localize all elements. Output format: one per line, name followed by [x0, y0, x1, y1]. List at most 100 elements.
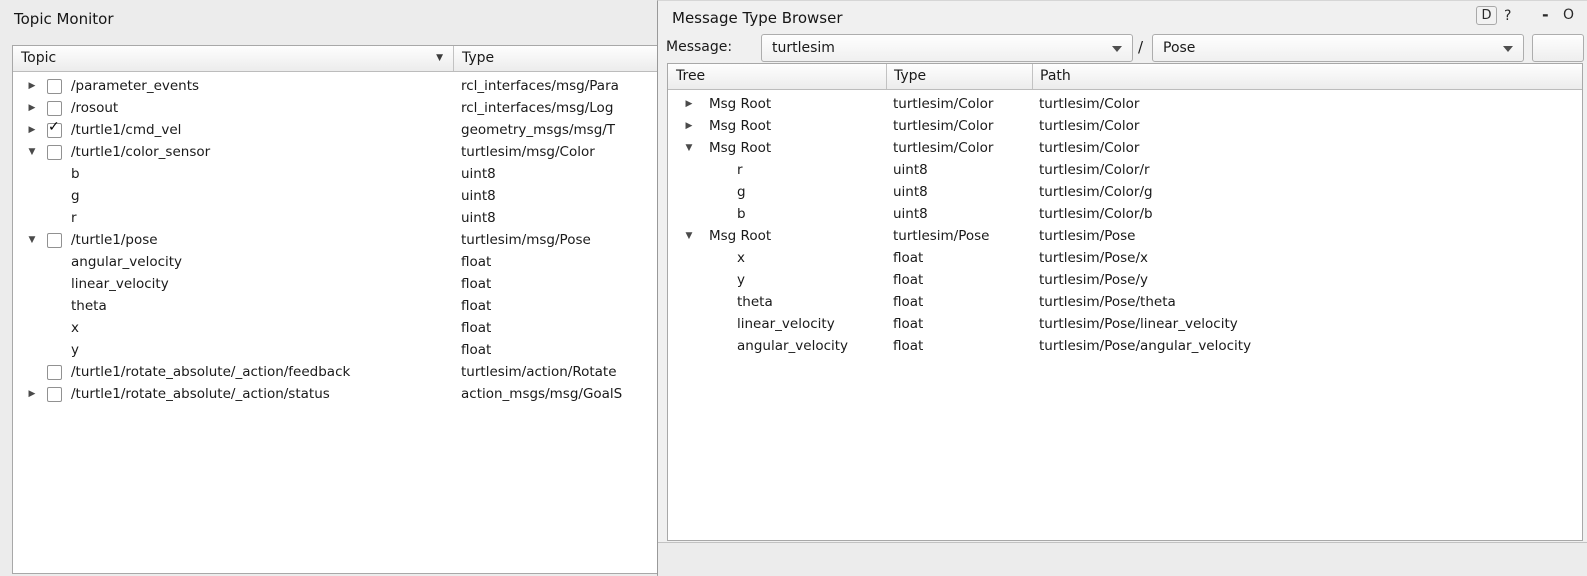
- topic-cell: theta: [13, 295, 453, 317]
- package-combobox[interactable]: turtlesim: [761, 34, 1133, 62]
- topic-label: b: [71, 166, 80, 182]
- expander-expanded-icon[interactable]: ▼: [28, 235, 36, 245]
- message-label: Message:: [666, 39, 733, 55]
- expander-expanded-icon[interactable]: ▼: [685, 143, 693, 153]
- topic-monitor-titlebar[interactable]: Topic Monitor: [0, 0, 660, 38]
- expander-collapsed-icon[interactable]: ▶: [28, 389, 36, 399]
- path-cell: turtlesim/Color/r: [1039, 162, 1150, 178]
- table-row[interactable]: theta float: [13, 295, 659, 317]
- type-cell: rcl_interfaces/msg/Log: [461, 100, 614, 116]
- checkbox-unchecked[interactable]: [47, 78, 62, 94]
- expander-expanded-icon[interactable]: ▼: [685, 231, 693, 241]
- checkbox-unchecked[interactable]: [47, 232, 62, 248]
- chevron-down-icon: [1112, 46, 1122, 52]
- tree-cell: y: [668, 269, 886, 291]
- table-row[interactable]: /turtle1/rotate_absolute/_action/feedbac…: [13, 361, 659, 383]
- checkbox-unchecked[interactable]: [47, 144, 62, 160]
- expander-collapsed-icon[interactable]: ▶: [685, 99, 693, 109]
- column-header-topic[interactable]: Topic ▼: [13, 46, 453, 71]
- float-button[interactable]: O: [1563, 7, 1575, 23]
- help-button[interactable]: ?: [1504, 8, 1512, 24]
- topic-label: angular_velocity: [71, 254, 183, 270]
- topic-cell: x: [13, 317, 453, 339]
- topic-label: /turtle1/pose: [71, 232, 158, 248]
- type-cell: turtlesim/Color: [893, 118, 994, 134]
- tree-label: angular_velocity: [737, 338, 849, 354]
- type-cell: turtlesim/Pose: [893, 228, 990, 244]
- expander-expanded-icon[interactable]: ▼: [28, 147, 36, 157]
- table-row[interactable]: ▶ /rosout rcl_interfaces/msg/Log: [13, 97, 659, 119]
- checkbox-unchecked[interactable]: [47, 100, 62, 116]
- topic-cell: linear_velocity: [13, 273, 453, 295]
- topic-label: theta: [71, 298, 107, 314]
- dock-button[interactable]: D: [1476, 6, 1497, 25]
- expander-collapsed-icon[interactable]: ▶: [28, 103, 36, 113]
- topic-label: linear_velocity: [71, 276, 169, 292]
- minimize-button[interactable]: -: [1542, 5, 1549, 24]
- expander-collapsed-icon[interactable]: ▶: [685, 121, 693, 131]
- column-header-path-label: Path: [1040, 68, 1071, 84]
- tree-cell: linear_velocity: [668, 313, 886, 335]
- topic-cell: ▶ /rosout: [13, 97, 453, 119]
- type-cell: float: [893, 338, 924, 354]
- column-header-path[interactable]: Path: [1032, 64, 1582, 89]
- expander-collapsed-icon[interactable]: ▶: [28, 125, 36, 135]
- topic-cell: ▼ /turtle1/pose: [13, 229, 453, 251]
- tree-label: Msg Root: [709, 228, 772, 244]
- type-cell: float: [461, 320, 492, 336]
- tree-label: g: [737, 184, 746, 200]
- topic-label: x: [71, 320, 79, 336]
- expander-collapsed-icon[interactable]: ▶: [28, 81, 36, 91]
- column-header-type[interactable]: Type: [453, 46, 659, 71]
- topic-cell: ▶✓/turtle1/cmd_vel: [13, 119, 453, 141]
- column-header-tree[interactable]: Tree: [668, 64, 886, 89]
- resize-grip-icon[interactable]: [1576, 568, 1579, 571]
- tree-label: b: [737, 206, 746, 222]
- tree-cell: b: [668, 203, 886, 225]
- tree-label: theta: [737, 294, 773, 310]
- type-cell: uint8: [893, 162, 928, 178]
- unlabeled-button[interactable]: [1532, 34, 1584, 62]
- column-header-type[interactable]: Type: [886, 64, 1032, 89]
- path-cell: turtlesim/Color/b: [1039, 206, 1153, 222]
- path-cell: turtlesim/Color: [1039, 118, 1140, 134]
- checkbox-checked[interactable]: ✓: [47, 119, 62, 138]
- checkbox-unchecked[interactable]: [47, 386, 62, 402]
- type-cell: uint8: [893, 184, 928, 200]
- type-combobox[interactable]: Pose: [1152, 34, 1524, 62]
- message-type-browser-titlebar[interactable]: Message Type Browser D ? - O: [658, 1, 1587, 31]
- table-row[interactable]: x float: [13, 317, 659, 339]
- tree-label: linear_velocity: [737, 316, 835, 332]
- type-cell: float: [461, 298, 492, 314]
- table-row[interactable]: ▶/turtle1/rotate_absolute/_action/status…: [13, 383, 659, 405]
- table-row[interactable]: angular_velocity float: [13, 251, 659, 273]
- window-status-bar: [658, 542, 1587, 576]
- type-cell: float: [461, 254, 492, 270]
- checkbox-unchecked[interactable]: [47, 364, 62, 380]
- type-cell: float: [893, 316, 924, 332]
- topic-label: /rosout: [71, 100, 119, 116]
